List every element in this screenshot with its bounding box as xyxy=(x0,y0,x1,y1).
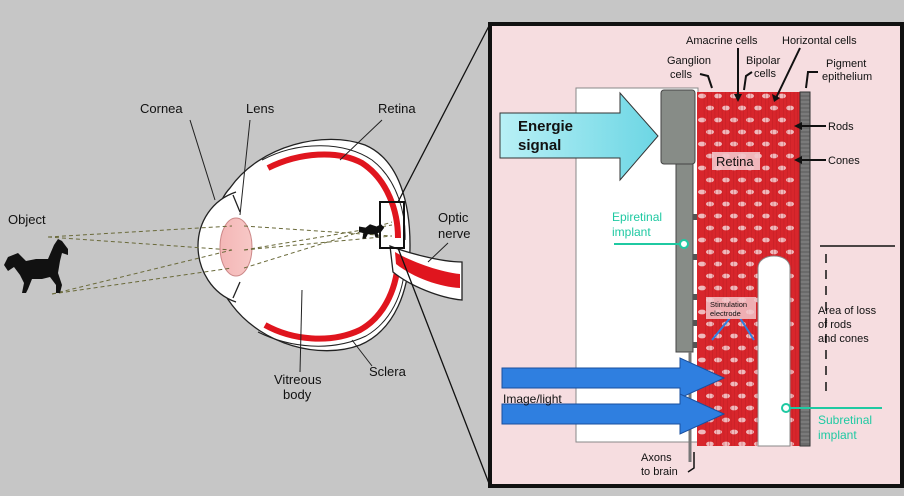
rods-label: Rods xyxy=(828,121,854,133)
image-light-label: Image/light xyxy=(503,392,562,406)
stimulation-label-2: electrode xyxy=(710,309,741,318)
inverted-horse-icon xyxy=(359,224,385,239)
vitreous-label-1: Vitreous xyxy=(274,372,322,387)
retina-upper xyxy=(266,151,401,239)
lens-label: Lens xyxy=(246,101,275,116)
ganglion-label-1: Ganglion xyxy=(667,55,711,67)
pigment-label-1: Pigment xyxy=(826,58,866,70)
left-labels: Object Cornea Lens Retina Optic nerve Vi… xyxy=(8,101,471,402)
loss-area-region xyxy=(757,255,791,447)
energie-label-2: signal xyxy=(518,137,561,154)
cornea-shape xyxy=(197,191,237,303)
zoom-box xyxy=(379,201,405,249)
optic-nerve-label-2: nerve xyxy=(438,226,471,241)
retina-lower xyxy=(263,261,401,342)
cornea-label: Cornea xyxy=(140,101,183,116)
epiretinal-label-2: implant xyxy=(612,225,651,239)
panel-retina-label: Retina xyxy=(716,154,754,169)
epiretinal-electrodes xyxy=(693,214,697,348)
object-label: Object xyxy=(8,212,46,227)
area-loss-label-1: Area of loss xyxy=(818,305,877,317)
epiretinal-implant-head xyxy=(660,89,696,165)
energie-label-1: Energie xyxy=(518,118,573,135)
subretinal-label-1: Subretinal xyxy=(818,413,872,427)
bipolar-label-1: Bipolar xyxy=(746,55,781,67)
stimulation-label-1: Stimulation xyxy=(710,300,747,309)
sclera-label: Sclera xyxy=(369,364,407,379)
vitreous-label-2: body xyxy=(283,387,312,402)
area-loss-label-3: and cones xyxy=(818,333,869,345)
horse-icon xyxy=(4,239,68,293)
retina-detail-panel: Energie signal Image/light Stimulation e… xyxy=(488,22,904,488)
eye-cross-section xyxy=(47,23,491,487)
retina-label: Retina xyxy=(378,101,416,116)
area-loss-label-2: of rods xyxy=(818,319,852,331)
axons-label-2: to brain xyxy=(641,466,678,478)
energie-signal-arrow xyxy=(499,91,659,182)
optic-nerve-red xyxy=(395,252,460,288)
ganglion-label-2: cells xyxy=(670,69,693,81)
pigment-label-2: epithelium xyxy=(822,71,872,83)
amacrine-label: Amacrine cells xyxy=(686,35,758,47)
subretinal-label-2: implant xyxy=(818,428,857,442)
light-rays xyxy=(47,221,393,295)
epiretinal-implant-bar xyxy=(675,163,694,353)
light-arrow-1 xyxy=(501,357,726,399)
horizontal-label: Horizontal cells xyxy=(782,35,857,47)
epiretinal-label-1: Epiretinal xyxy=(612,210,662,224)
bipolar-label-2: cells xyxy=(754,68,777,80)
cones-label: Cones xyxy=(828,155,860,167)
light-arrow-2 xyxy=(501,393,726,435)
axons-label-1: Axons xyxy=(641,452,672,464)
lens-shape xyxy=(219,217,253,277)
optic-nerve-label-1: Optic xyxy=(438,210,469,225)
pigment-epithelium xyxy=(799,91,811,447)
